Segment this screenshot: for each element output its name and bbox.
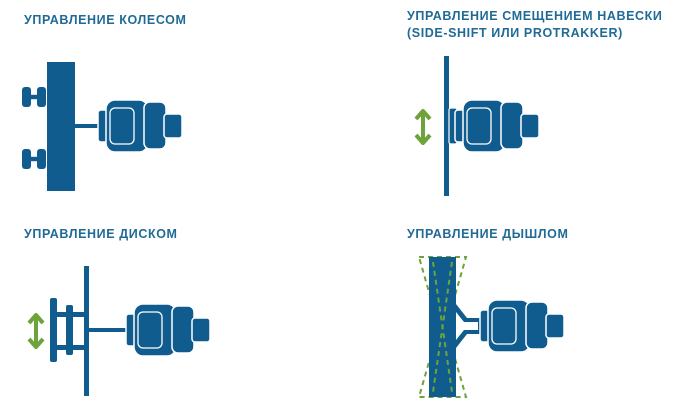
steering-angle-line [432, 261, 453, 393]
drawbar-steering-illustration [417, 256, 565, 398]
disc-steering-title: УПРАВЛЕНИЕ ДИСКОМ [24, 227, 178, 241]
implement-bar [84, 266, 89, 396]
implement-frame [47, 62, 75, 191]
drawbar [89, 328, 129, 332]
tractor-icon [454, 99, 540, 153]
disc-gang-icon [66, 305, 73, 355]
shift-arrow-icon [414, 109, 432, 145]
sideshift-steering-title-line2: (SIDE-SHIFT ИЛИ PROTRAKKER) [407, 26, 623, 40]
disc-gang-icon [50, 298, 57, 362]
sideshift-steering-illustration [414, 56, 540, 196]
disc-shift-arrow-icon [27, 313, 45, 349]
sideshift-steering-title-line1: УПРАВЛЕНИЕ СМЕЩЕНИЕМ НАВЕСКИ [407, 9, 663, 23]
wheel-bogie-icon [22, 87, 46, 107]
wheel-steering-illustration [22, 62, 183, 191]
disc-steering-illustration [27, 266, 211, 396]
drawbar-steering-title: УПРАВЛЕНИЕ ДЫШЛОМ [407, 227, 569, 241]
tractor-icon [97, 99, 183, 153]
tractor-icon [479, 299, 565, 353]
implement-bar [444, 56, 449, 196]
steering-range-outline [417, 256, 468, 398]
tractor-icon [125, 303, 211, 357]
wheel-steering-title: УПРАВЛЕНИЕ КОЛЕСОМ [24, 13, 187, 27]
drawbar [75, 124, 102, 128]
wheel-bogie-icon [22, 149, 46, 169]
a-frame-drawbar [456, 304, 482, 348]
